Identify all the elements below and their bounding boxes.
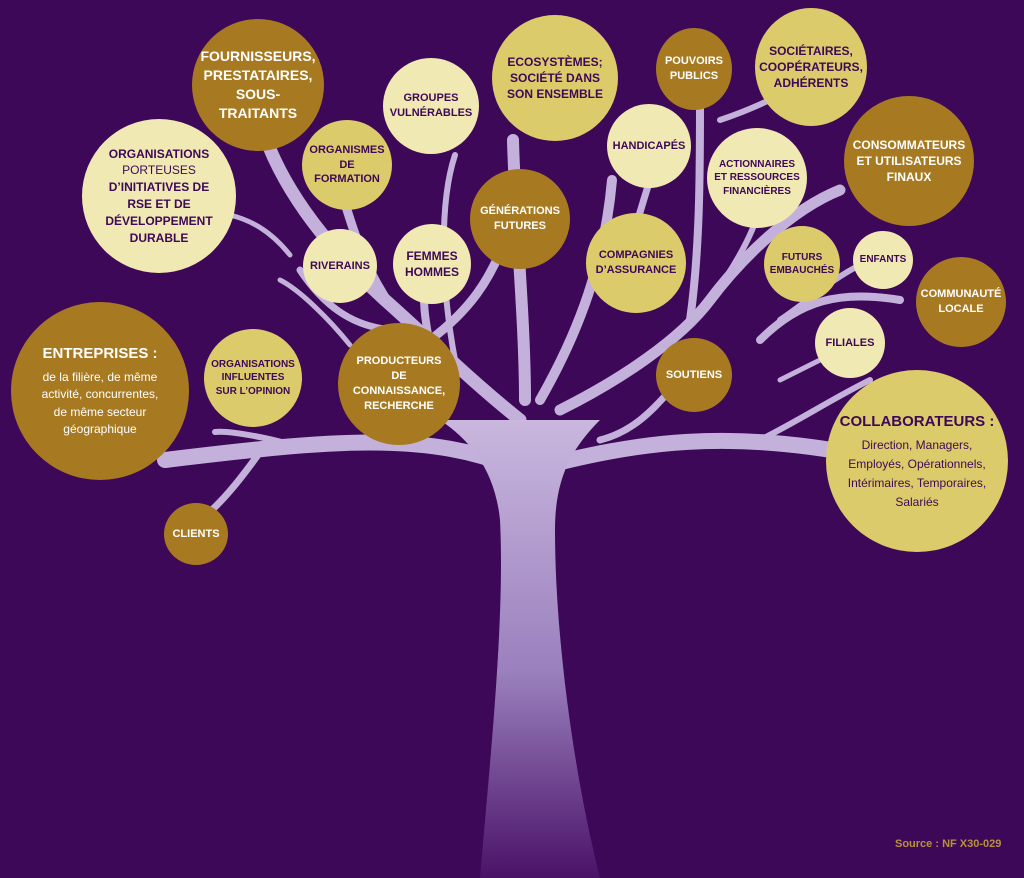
node-text: FUTURES	[494, 220, 546, 232]
node-text: PORTEUSES	[122, 163, 196, 178]
node-text: DE CONNAISSANCE,	[352, 370, 446, 397]
node-producteurs: PRODUCTEURS DE CONNAISSANCE, RECHERCHE	[338, 323, 460, 445]
node-consommateurs: CONSOMMATEURS ET UTILISATEURS FINAUX	[844, 96, 974, 226]
node-text: RIVERAINS	[310, 259, 370, 272]
source-caption: Source : NF X30-029	[895, 838, 1002, 850]
node-text: PRESTATAIRES,	[203, 67, 313, 84]
node-text: ADHÉRENTS	[773, 76, 849, 91]
node-text: RECHERCHE	[364, 399, 434, 412]
node-clients: CLIENTS	[164, 503, 228, 565]
node-text: HOMMES	[405, 265, 459, 279]
node-text: PUBLICS	[669, 70, 719, 82]
node-text: LOCALE	[938, 303, 984, 315]
node-entreprises: ENTREPRISES : de la filière, de même act…	[11, 302, 189, 480]
node-title: COLLABORATEURS :	[839, 412, 995, 430]
node-riverains: RIVERAINS	[303, 229, 377, 303]
node-filiales: FILIALES	[815, 308, 885, 378]
node-text: EMBAUCHÉS	[769, 265, 835, 276]
node-text: SUR L’OPINION	[215, 385, 291, 397]
node-title: ENTREPRISES :	[42, 345, 158, 363]
node-text: DURABLE	[129, 230, 189, 245]
node-text: FUTURS	[781, 251, 823, 263]
node-text: RSE ET DE	[127, 197, 191, 211]
node-text: géographique	[63, 422, 137, 437]
node-text: DÉVELOPPEMENT	[105, 213, 213, 228]
node-text: ORGANISATIONS	[211, 358, 295, 370]
node-compagnies-assurance: COMPAGNIES D’ASSURANCE	[586, 213, 686, 313]
node-text: SOUTIENS	[665, 368, 723, 381]
node-text: Salariés	[895, 495, 939, 510]
node-text: SOUS-TRAITANTS	[218, 86, 298, 121]
node-organisations-influentes: ORGANISATIONS INFLUENTES SUR L’OPINION	[204, 329, 302, 427]
node-text: HANDICAPÉS	[612, 139, 686, 152]
node-ecosystemes: ECOSYSTÈMES; SOCIÉTÉ DANS SON ENSEMBLE	[492, 15, 618, 141]
node-handicapes: HANDICAPÉS	[607, 104, 691, 188]
node-femmes-hommes: FEMMES HOMMES	[393, 224, 471, 304]
node-text: CLIENTS	[172, 527, 220, 540]
node-text: FILIALES	[825, 336, 875, 349]
node-text: de la filière, de même	[42, 370, 158, 385]
node-organismes-formation: ORGANISMES DE FORMATION	[302, 120, 392, 210]
node-text: CONSOMMATEURS	[852, 137, 966, 152]
node-text: ENFANTS	[859, 254, 907, 266]
node-text: PRODUCTEURS	[356, 355, 442, 368]
node-soutiens: SOUTIENS	[656, 338, 732, 412]
node-actionnaires: ACTIONNAIRES ET RESSOURCES FINANCIÈRES	[707, 128, 807, 228]
node-text: FEMMES	[406, 248, 458, 263]
node-text: de même secteur	[53, 404, 147, 419]
node-text: ECOSYSTÈMES;	[507, 54, 603, 69]
node-groupes-vulnerables: GROUPES VULNÉRABLES	[383, 58, 479, 154]
node-text: SON ENSEMBLE	[506, 87, 603, 102]
node-text: Intérimaires, Temporaires,	[847, 476, 987, 490]
node-text: COOPÉRATEURS,	[759, 59, 863, 74]
node-text: ORGANISMES	[309, 143, 385, 156]
node-text: FOURNISSEURS,	[200, 48, 316, 65]
node-text: COMPAGNIES	[598, 249, 674, 262]
node-text: GÉNÉRATIONS	[480, 205, 560, 218]
node-text: D’ASSURANCE	[595, 264, 677, 276]
node-text: activité, concurrentes,	[41, 387, 159, 402]
node-text: SOCIÉTAIRES,	[769, 43, 853, 58]
node-text: Direction, Managers,	[861, 437, 973, 452]
node-text: ET UTILISATEURS	[856, 153, 962, 168]
node-pouvoirs-publics: POUVOIRS PUBLICS	[656, 28, 732, 110]
node-collaborateurs: COLLABORATEURS : Direction, Managers, Em…	[826, 370, 1008, 552]
node-fournisseurs: FOURNISSEURS, PRESTATAIRES, SOUS-TRAITAN…	[192, 19, 324, 151]
node-text: VULNÉRABLES	[389, 107, 473, 119]
node-generations-futures: GÉNÉRATIONS FUTURES	[470, 169, 570, 269]
node-text: D’INITIATIVES DE	[108, 180, 210, 195]
node-futurs-embauches: FUTURS EMBAUCHÉS	[764, 226, 840, 302]
node-text: Employés, Opérationnels,	[848, 456, 986, 471]
node-enfants: ENFANTS	[853, 231, 913, 289]
node-text: INFLUENTES	[221, 372, 285, 384]
node-societaires: SOCIÉTAIRES, COOPÉRATEURS, ADHÉRENTS	[755, 8, 867, 126]
node-text: POUVOIRS	[664, 55, 724, 68]
node-text: ET RESSOURCES	[714, 172, 800, 184]
node-organisations-rse: ORGANISATIONS PORTEUSES D’INITIATIVES DE…	[82, 119, 236, 273]
node-text: FINANCIÈRES	[723, 185, 791, 197]
node-text: SOCIÉTÉ DANS	[509, 70, 600, 85]
tree-trunk	[440, 420, 600, 878]
node-text: GROUPES	[403, 92, 459, 105]
node-text: DE FORMATION	[314, 158, 380, 186]
node-communaute-locale: COMMUNAUTÉ LOCALE	[916, 257, 1006, 347]
node-text: FINAUX	[886, 170, 932, 185]
node-text: ACTIONNAIRES	[718, 158, 796, 170]
node-text: ORGANISATIONS	[108, 146, 210, 161]
node-text: COMMUNAUTÉ	[920, 288, 1002, 301]
